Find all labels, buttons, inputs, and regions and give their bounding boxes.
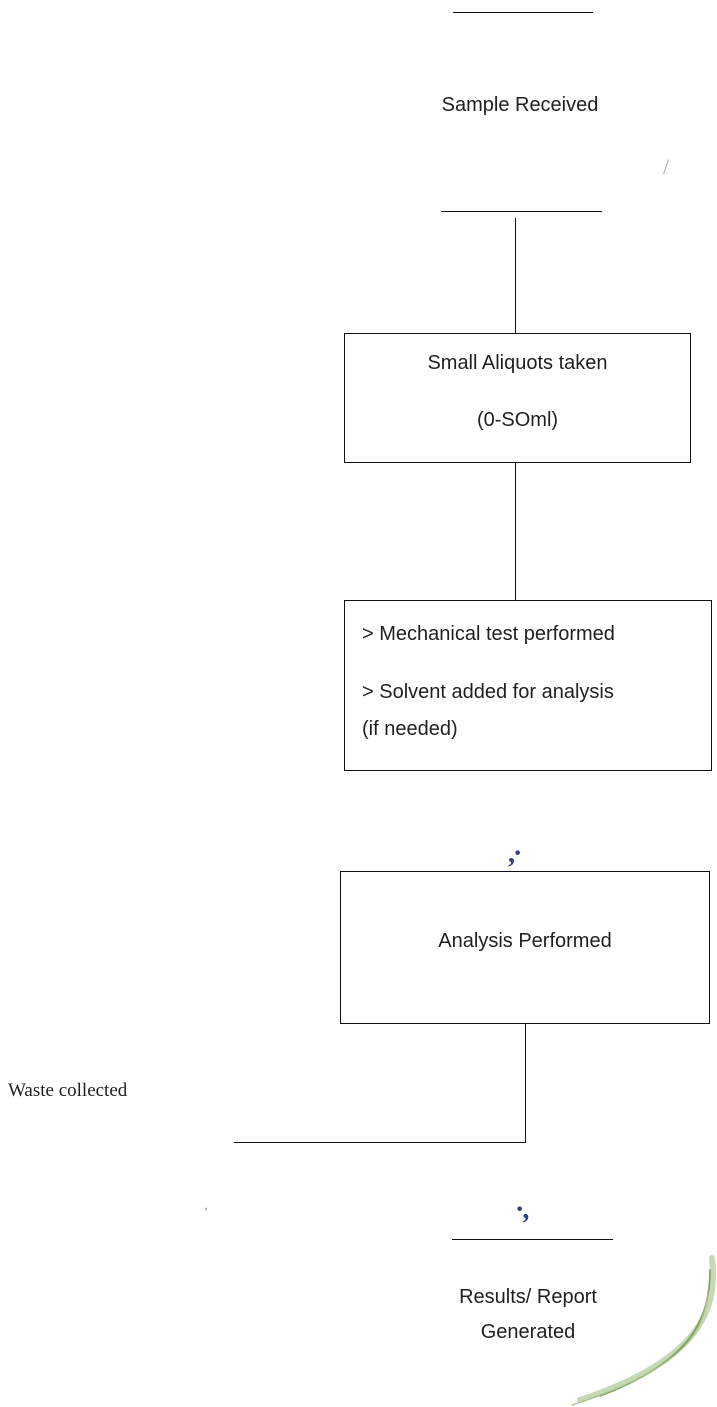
aliquots-volume-label: (0-SOml) [476,409,559,431]
stray-slash-mark: / [663,154,670,179]
blue-mark-lower: ·, [515,1194,529,1225]
mechanical-test-label: > Mechanical test performed [362,623,615,645]
connector-analysis-to-waste [525,1024,526,1142]
connector-sample-to-aliquots [515,218,516,333]
blue-mark-upper: ,· [508,838,522,869]
results-label: Results/ Report [459,1286,597,1308]
sample-received-rule [441,211,602,212]
decorative-swirl [571,1255,716,1406]
analysis-label: Analysis Performed [438,930,612,952]
sample-received-label: Sample Received [441,94,599,116]
solvent-label: > Solvent added for analysis [362,681,614,703]
aliquots-label: Small Aliquots taken [427,352,608,374]
analysis-box [340,871,710,1024]
top-rule [453,12,593,13]
stray-comma-mark: , [204,1196,208,1213]
connector-aliquots-to-mechanical [515,463,516,600]
if-needed-label: (if needed) [362,718,458,740]
waste-collected-label: Waste collected [8,1080,128,1101]
generated-label: Generated [480,1321,576,1343]
mechanical-box [344,600,712,771]
waste-rule [234,1142,526,1143]
results-rule [452,1239,613,1240]
aliquots-box [344,333,691,463]
